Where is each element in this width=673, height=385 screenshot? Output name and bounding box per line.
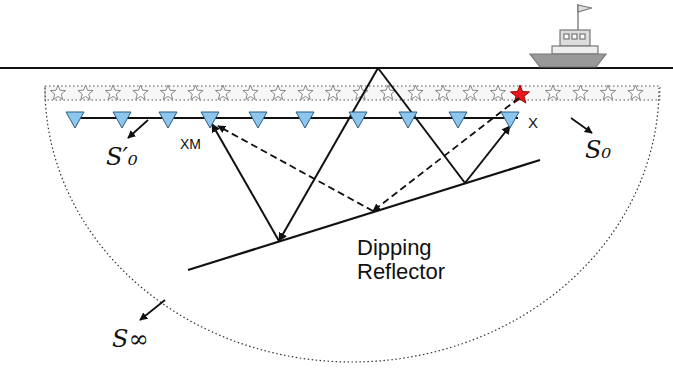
ray-paths bbox=[212, 68, 510, 241]
surface-label: S₀ bbox=[585, 137, 611, 163]
source-star bbox=[78, 85, 93, 100]
half-space-boundary bbox=[45, 88, 659, 362]
receiver-label: XM bbox=[180, 137, 201, 152]
boat bbox=[530, 4, 606, 67]
source-star bbox=[298, 85, 313, 100]
source-star bbox=[133, 85, 148, 100]
receivers bbox=[66, 112, 519, 128]
receiver-triangle bbox=[501, 112, 519, 128]
source-star bbox=[463, 85, 478, 100]
receiver-triangle bbox=[296, 112, 314, 128]
surface-label: S′₀ bbox=[106, 144, 138, 170]
source-star bbox=[325, 85, 340, 100]
receiver-triangle bbox=[66, 112, 84, 128]
receiver-label: X bbox=[528, 115, 538, 132]
receiver-triangle bbox=[349, 112, 367, 128]
source-star bbox=[600, 85, 615, 100]
source-star bbox=[270, 85, 285, 100]
reflector-label: Dipping Reflector bbox=[357, 236, 475, 284]
source-star bbox=[490, 85, 505, 100]
source-star bbox=[160, 85, 175, 100]
source-star bbox=[573, 85, 588, 100]
receiver-triangle bbox=[159, 112, 177, 128]
source-band bbox=[45, 86, 660, 100]
receiver-triangle bbox=[399, 112, 417, 128]
receiver-triangle bbox=[113, 112, 131, 128]
source-star bbox=[511, 85, 530, 103]
source-star bbox=[105, 85, 120, 100]
receiver-line bbox=[72, 117, 518, 119]
source-stars bbox=[50, 85, 643, 103]
source-star bbox=[408, 85, 423, 100]
source-star bbox=[628, 85, 643, 100]
dashed-rays bbox=[218, 98, 519, 211]
source-star bbox=[50, 85, 65, 100]
receiver-triangle bbox=[449, 112, 467, 128]
source-star bbox=[435, 85, 450, 100]
normal-arrows bbox=[128, 118, 592, 320]
source-star bbox=[545, 85, 560, 100]
receiver-triangle bbox=[249, 112, 267, 128]
source-star bbox=[215, 85, 230, 100]
surface-label: S∞ bbox=[112, 326, 148, 352]
source-star bbox=[188, 85, 203, 100]
receiver-triangle bbox=[201, 112, 219, 128]
source-star bbox=[243, 85, 258, 100]
